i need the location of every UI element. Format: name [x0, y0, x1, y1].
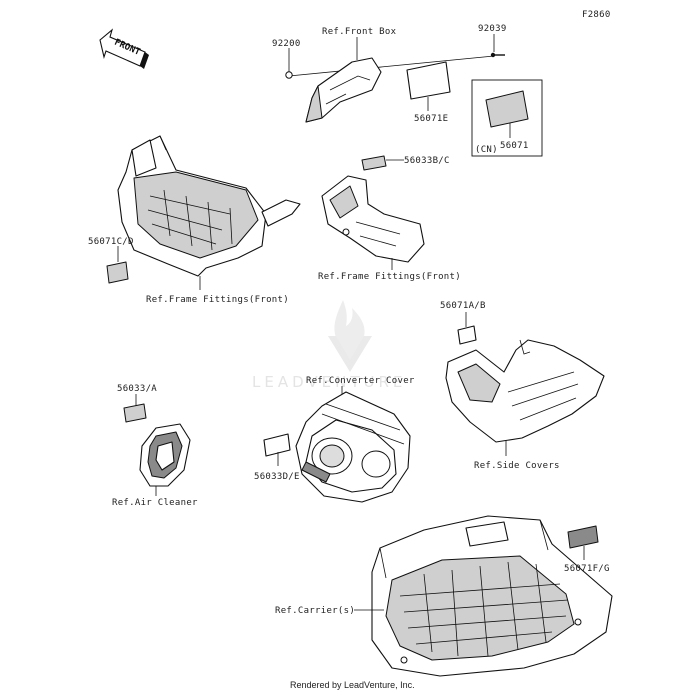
front-box-icon: [305, 57, 382, 123]
label-56071: 56071: [500, 141, 529, 151]
footer-credit: Rendered by LeadVenture, Inc.: [290, 680, 415, 690]
label-56033DE: 56033D/E: [254, 472, 300, 482]
front-arrow-icon: FRONT: [99, 28, 149, 69]
clip-92200-icon: [285, 71, 293, 79]
label-56071CD-icon: [106, 261, 129, 284]
label-92039: 92039: [478, 24, 507, 34]
watermark-logo: [328, 300, 372, 372]
side-cover-icon: [445, 339, 605, 443]
floor-panel-icon: [117, 135, 301, 277]
label-56071AB-icon: [457, 325, 477, 345]
cn-label-box: [471, 79, 543, 157]
label-ref-front-box: Ref.Front Box: [322, 27, 397, 37]
label-cn: (CN): [475, 145, 498, 155]
label-56071E-icon: [406, 61, 451, 100]
air-cleaner-icon: [139, 423, 191, 487]
converter-cover-icon: [295, 391, 411, 503]
frame-bracket-icon: [321, 175, 425, 263]
label-ref-air-cleaner: Ref.Air Cleaner: [112, 498, 198, 508]
label-ref-carriers: Ref.Carrier(s): [275, 606, 355, 616]
label-56071AB: 56071A/B: [440, 301, 486, 311]
label-92200: 92200: [272, 39, 301, 49]
carrier-bed-icon: [371, 515, 613, 677]
diagram-code: F2860: [582, 10, 611, 20]
front-box-group: [285, 34, 543, 157]
label-ref-frame-fittings-front-a: Ref.Frame Fittings(Front): [146, 295, 289, 305]
label-56071FG: 56071F/G: [564, 564, 610, 574]
label-56071CD: 56071C/D: [88, 237, 134, 247]
label-56033A: 56033/A: [117, 384, 157, 394]
label-56071-icon: [485, 90, 529, 128]
label-56033BC: 56033B/C: [404, 156, 450, 166]
label-56033DE-icon: [263, 433, 291, 457]
label-ref-converter-cover: Ref.Converter Cover: [306, 376, 415, 386]
label-ref-side-covers: Ref.Side Covers: [474, 461, 560, 471]
watermark-text: LEADVENTURE: [252, 373, 406, 391]
label-ref-frame-fittings-front-b: Ref.Frame Fittings(Front): [318, 272, 461, 282]
label-56071E: 56071E: [414, 114, 448, 124]
rivet-92039-icon: [490, 52, 505, 58]
label-56071FG-icon: [567, 525, 599, 549]
label-56033BC-icon: [361, 155, 387, 171]
label-56033A-icon: [123, 403, 147, 423]
